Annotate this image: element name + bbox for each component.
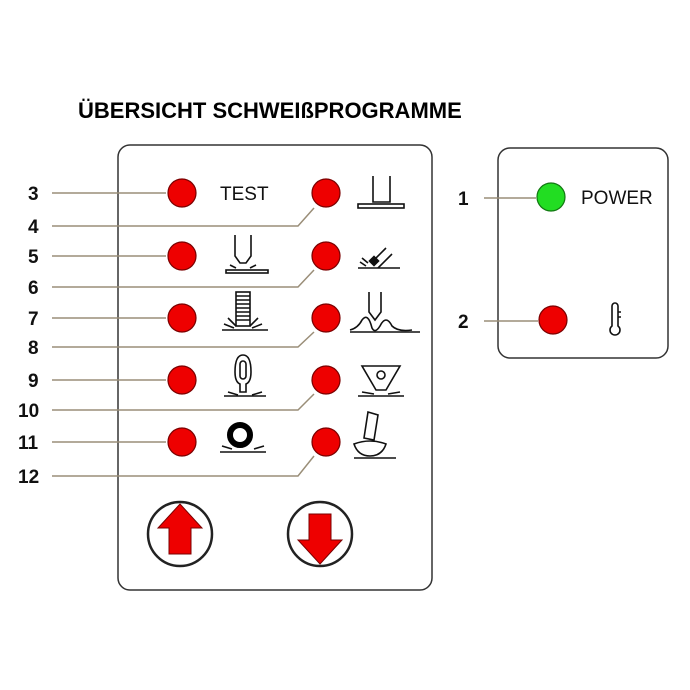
leader-lines xyxy=(52,192,315,477)
stud-tip-weld-icon xyxy=(225,235,269,274)
threaded-stud-icon xyxy=(222,291,268,331)
overtemp-led xyxy=(538,305,568,335)
led-program-9 xyxy=(167,365,197,395)
rivet-stud-icon xyxy=(352,410,396,459)
page-title: ÜBERSICHT SCHWEIßPROGRAMME xyxy=(78,98,462,123)
led-program-8 xyxy=(311,303,341,333)
power-led xyxy=(536,182,566,212)
arrow-down-icon xyxy=(296,513,344,565)
led-program-12 xyxy=(311,427,341,457)
angled-electrode-icon xyxy=(358,247,400,269)
led-program-10 xyxy=(311,365,341,395)
label-12: 12 xyxy=(18,467,39,488)
label-10: 10 xyxy=(18,401,39,422)
led-program-6 xyxy=(311,241,341,271)
led-program-4 xyxy=(311,178,341,208)
label-1: 1 xyxy=(458,189,469,210)
triangle-nut-icon xyxy=(358,365,404,397)
label-2: 2 xyxy=(458,312,469,333)
tip-ignition-wave-icon xyxy=(349,292,420,333)
led-program-3 xyxy=(167,178,197,208)
status-panel xyxy=(497,147,669,359)
test-label: TEST xyxy=(220,184,269,205)
label-3: 3 xyxy=(28,184,39,205)
program-down-button[interactable] xyxy=(286,500,354,568)
label-7: 7 xyxy=(28,309,39,330)
arrow-up-icon xyxy=(156,503,204,555)
led-program-11 xyxy=(167,427,197,457)
label-8: 8 xyxy=(28,338,39,359)
label-9: 9 xyxy=(28,371,39,392)
label-4: 4 xyxy=(28,217,39,238)
power-label: POWER xyxy=(581,188,653,209)
led-program-7 xyxy=(167,303,197,333)
led-program-5 xyxy=(167,241,197,271)
label-5: 5 xyxy=(28,247,39,268)
program-up-button[interactable] xyxy=(146,500,214,568)
flat-plate-weld-icon xyxy=(357,176,405,209)
label-11: 11 xyxy=(18,433,39,454)
eyelet-stud-icon xyxy=(224,354,266,397)
ring-nut-icon xyxy=(220,422,266,453)
thermometer-icon xyxy=(609,302,621,336)
label-6: 6 xyxy=(28,278,39,299)
